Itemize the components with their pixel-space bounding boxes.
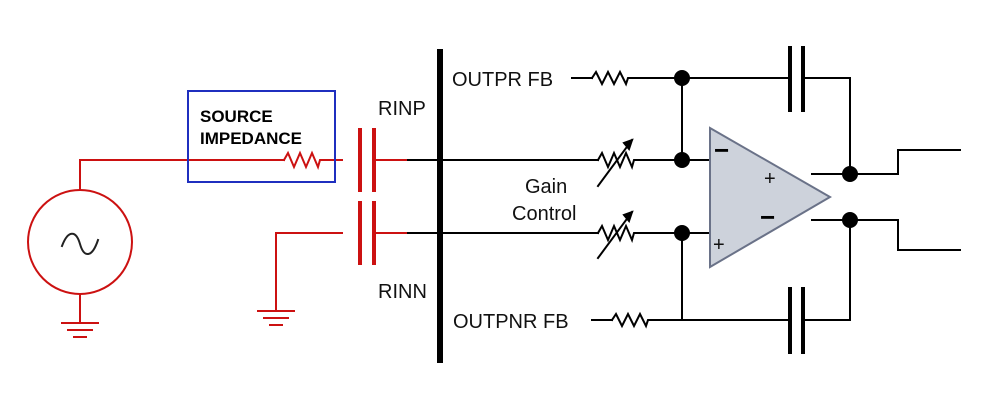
gain-control-label-line2: Control	[512, 203, 576, 225]
output-positive-wire	[811, 149, 961, 175]
junction-dot	[674, 152, 690, 168]
source-impedance-label-line2: IMPEDANCE	[200, 129, 302, 148]
signal-source-section	[27, 128, 409, 338]
opamp-noninverting-input-sign: +	[713, 234, 725, 256]
noninverting-node-wire	[681, 232, 711, 321]
gain-arrow-negative	[596, 210, 634, 260]
outpnr-fb-resistor	[610, 311, 683, 329]
opamp-positive-output-sign: +	[764, 168, 776, 190]
source-impedance-box	[187, 90, 336, 183]
opamp-negative-output-sign: −	[760, 202, 775, 232]
bottom-feedback-wire-right	[802, 219, 851, 321]
bottom-feedback-capacitor	[788, 287, 805, 354]
differential-opamp	[709, 126, 832, 269]
gain-control-label-line1: Gain	[525, 176, 567, 198]
rinp-coupling-capacitor	[358, 128, 376, 192]
junction-dot	[842, 212, 858, 228]
opamp-inverting-input-sign: −	[714, 135, 729, 165]
inverting-node-wire	[681, 77, 711, 161]
junction-dot	[674, 225, 690, 241]
source-top-wire	[79, 159, 285, 191]
source-impedance-resistor	[282, 150, 343, 170]
gain-arrowhead-positive	[622, 138, 634, 152]
rinn-label: RINN	[378, 281, 427, 303]
output-negative-wire	[811, 219, 961, 251]
outpr-fb-resistor	[590, 69, 683, 87]
outpnr-fb-label: OUTPNR FB	[453, 311, 569, 333]
top-feedback-wire-right	[802, 77, 851, 175]
gain-arrowhead-negative	[622, 210, 634, 224]
ac-sine-icon	[60, 232, 100, 255]
source-impedance-label-line1: SOURCE	[200, 107, 273, 126]
gain-arrow-positive	[596, 138, 634, 188]
source-ground-icon	[61, 322, 99, 338]
rinp-label: RINP	[378, 98, 426, 120]
rinn-coupling-capacitor	[358, 201, 376, 265]
top-feedback-capacitor	[788, 46, 805, 112]
junction-dot	[842, 166, 858, 182]
junction-dots	[674, 70, 858, 241]
junction-dot	[674, 70, 690, 86]
outpr-fb-label: OUTPR FB	[452, 69, 553, 91]
gain-resistor-positive	[596, 150, 681, 170]
amplifier-circuit	[407, 46, 961, 363]
gain-resistor-negative	[596, 223, 681, 243]
rinn-ground-icon	[257, 310, 295, 326]
